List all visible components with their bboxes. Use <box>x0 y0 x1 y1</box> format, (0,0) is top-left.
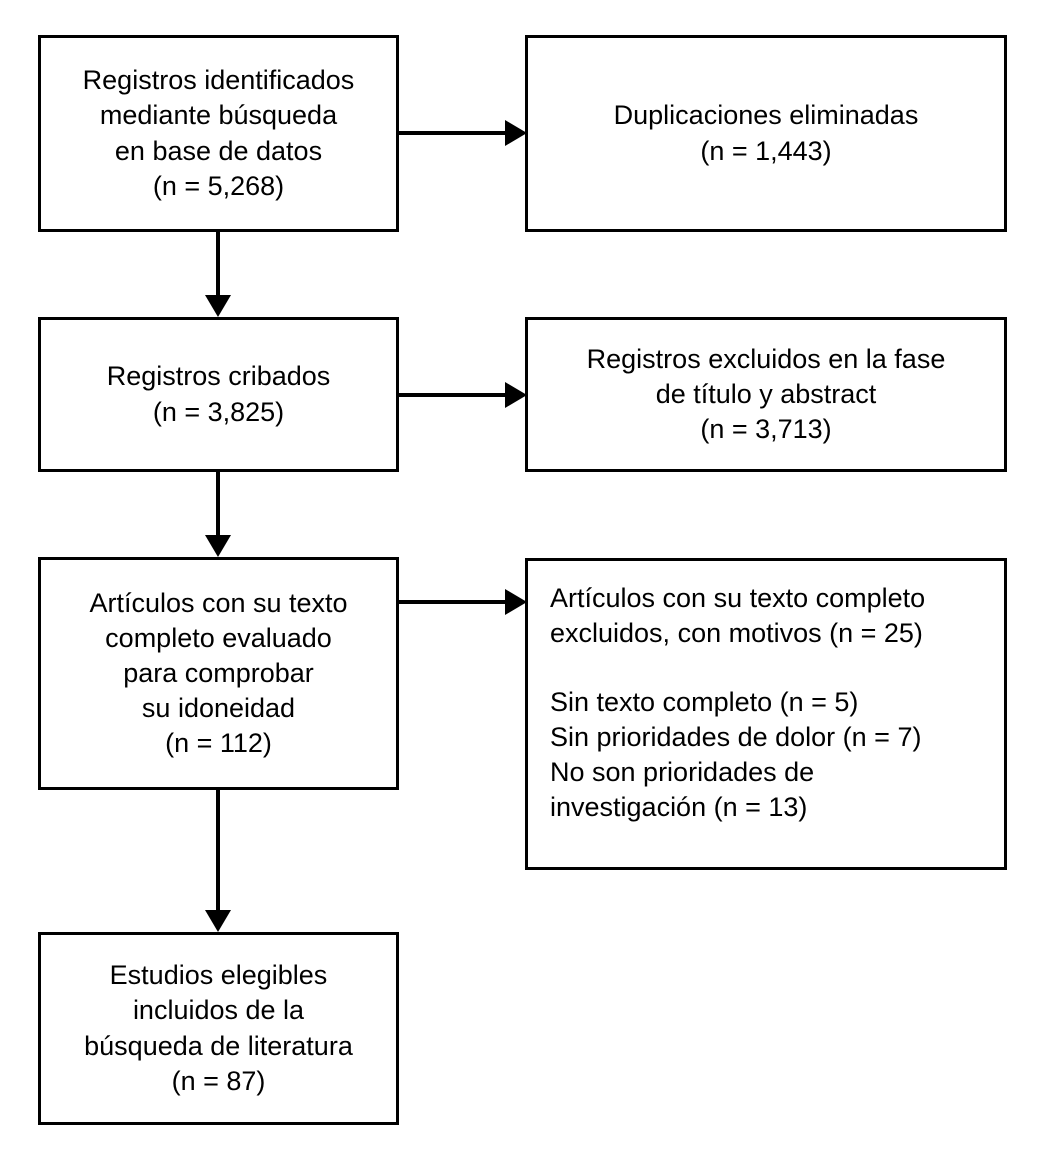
node-count: (n = 112) <box>165 728 272 759</box>
node-line: en base de datos <box>114 135 323 166</box>
node-duplicates-removed: Duplicaciones eliminadas (n = 1,443) <box>525 35 1007 232</box>
node-records-excluded-title-abstract: Registros excluidos en la fase de título… <box>525 317 1007 472</box>
node-line: Registros excluidos en la fase <box>586 343 946 374</box>
arrow-fulltext-to-excluded <box>399 588 527 616</box>
node-fulltext-assessed: Artículos con su texto completo evaluado… <box>38 557 399 790</box>
node-count: (n = 1,443) <box>700 135 832 166</box>
arrow-shaft <box>399 600 509 604</box>
exclusion-reason: Sin prioridades de dolor (n = 7) <box>550 722 922 753</box>
arrow-head-down-icon <box>205 910 231 932</box>
node-heading-line: Artículos con su texto completo <box>550 583 926 613</box>
arrow-head-right-icon <box>505 120 527 146</box>
arrow-screened-to-fulltext <box>204 472 232 557</box>
arrow-fulltext-to-included <box>204 790 232 932</box>
arrow-shaft <box>216 472 220 538</box>
node-line: su idoneidad <box>141 693 296 724</box>
node-line: búsqueda de literatura <box>84 1030 353 1061</box>
node-records-screened: Registros cribados (n = 3,825) <box>38 317 399 472</box>
node-line: Artículos con su texto <box>89 587 348 618</box>
node-records-identified: Registros identificados mediante búsqued… <box>38 35 399 232</box>
arrow-identified-to-screened <box>204 232 232 317</box>
node-fulltext-excluded-with-reasons: Artículos con su texto completo excluido… <box>525 558 1007 870</box>
arrow-screened-to-excluded <box>399 381 527 409</box>
exclusion-reason: No son prioridades de <box>550 757 815 788</box>
node-line: Estudios elegibles <box>109 960 328 991</box>
arrow-head-down-icon <box>205 535 231 557</box>
arrow-identified-to-duplicates <box>399 119 527 147</box>
node-line: Registros cribados <box>106 361 331 392</box>
node-line: Duplicaciones eliminadas <box>613 100 919 131</box>
node-count: (n = 3,713) <box>700 414 832 445</box>
arrow-shaft <box>216 232 220 298</box>
node-studies-included: Estudios elegibles incluidos de la búsqu… <box>38 932 399 1125</box>
arrow-head-right-icon <box>505 382 527 408</box>
arrow-shaft <box>399 393 509 397</box>
arrow-shaft <box>216 790 220 913</box>
node-line: de título y abstract <box>655 378 877 409</box>
arrow-head-down-icon <box>205 295 231 317</box>
exclusion-reason: Sin texto completo (n = 5) <box>550 687 859 718</box>
node-line: mediante búsqueda <box>99 100 338 131</box>
arrow-shaft <box>399 131 509 135</box>
node-line: para comprobar <box>123 657 314 688</box>
exclusion-reason: investigación (n = 13) <box>550 792 808 823</box>
node-count: (n = 87) <box>171 1065 266 1096</box>
node-count: (n = 3,825) <box>152 396 285 427</box>
node-heading-line: excluidos, con motivos (n = 25) <box>550 618 923 649</box>
arrow-head-right-icon <box>505 589 527 615</box>
node-line: completo evaluado <box>105 622 332 653</box>
node-line: Registros identificados <box>82 65 355 96</box>
node-line: incluidos de la <box>132 995 305 1026</box>
node-count: (n = 5,268) <box>152 170 285 201</box>
